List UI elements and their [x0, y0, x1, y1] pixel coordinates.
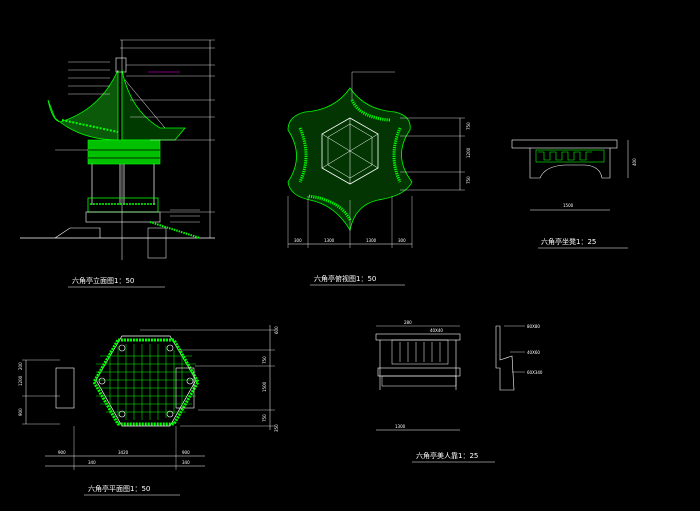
plan-dim-v4: 350 — [274, 424, 279, 432]
elevation-title: 六角亭立面图1：50 — [72, 276, 134, 285]
roof-dim-1: 750 — [466, 122, 471, 130]
bench-detail-drawing: 400 1500 六角亭坐凳1：25 — [511, 139, 637, 249]
railing-dim-c: 60X340 — [527, 370, 543, 375]
plan-dim-r3: 900 — [18, 408, 23, 416]
railing-dim-top: 280 — [404, 320, 412, 325]
plan-dim-h5: 340 — [182, 460, 190, 465]
bench-dim-height: 400 — [632, 158, 637, 166]
railing-title: 六角亭美人靠1：25 — [416, 451, 478, 460]
bench-dim-width: 1500 — [563, 203, 574, 208]
roof-plan-title: 六角亭俯视图1：50 — [314, 274, 376, 283]
plan-dim-v2: 1500 — [262, 381, 267, 392]
plan-dim-h2: 3420 — [118, 450, 129, 455]
floor-plan-drawing: 600 750 1500 750 350 200 1200 900 900 34… — [18, 325, 279, 496]
railing-dim-width: 1300 — [395, 424, 406, 429]
roof-dim-b2: 1300 — [324, 238, 335, 243]
roof-dim-b4: 300 — [398, 238, 406, 243]
plan-dim-r1: 200 — [18, 362, 23, 370]
railing-dim-b: 40X60 — [527, 350, 540, 355]
roof-dim-3: 750 — [466, 176, 471, 184]
plan-dim-h4: 340 — [88, 460, 96, 465]
roof-plan-drawing: 750 1200 750 300 1300 1300 300 六角亭俯视图1：5… — [287, 71, 471, 286]
floor-plan-title: 六角亭平面图1：50 — [88, 484, 150, 493]
roof-dim-b1: 300 — [294, 238, 302, 243]
plan-dim-v3: 750 — [262, 414, 267, 422]
plan-dim-r2: 1200 — [18, 375, 23, 386]
plan-dim-v1: 750 — [262, 356, 267, 364]
railing-dim-bar: 40X40 — [430, 328, 443, 333]
bench-title: 六角亭坐凳1：25 — [541, 237, 596, 246]
elevation-drawing: 六角亭立面图1：50 — [20, 39, 215, 288]
plan-dim-h3: 900 — [182, 450, 190, 455]
roof-dim-2: 1200 — [466, 147, 471, 158]
plan-dim-h1: 900 — [58, 450, 66, 455]
plan-dim-v5: 600 — [274, 326, 279, 334]
railing-detail-drawing: 280 40X40 1300 80X80 40X60 60X340 六角亭美人靠… — [375, 320, 543, 463]
railing-dim-a: 80X80 — [527, 324, 540, 329]
roof-dim-b3: 1300 — [366, 238, 377, 243]
